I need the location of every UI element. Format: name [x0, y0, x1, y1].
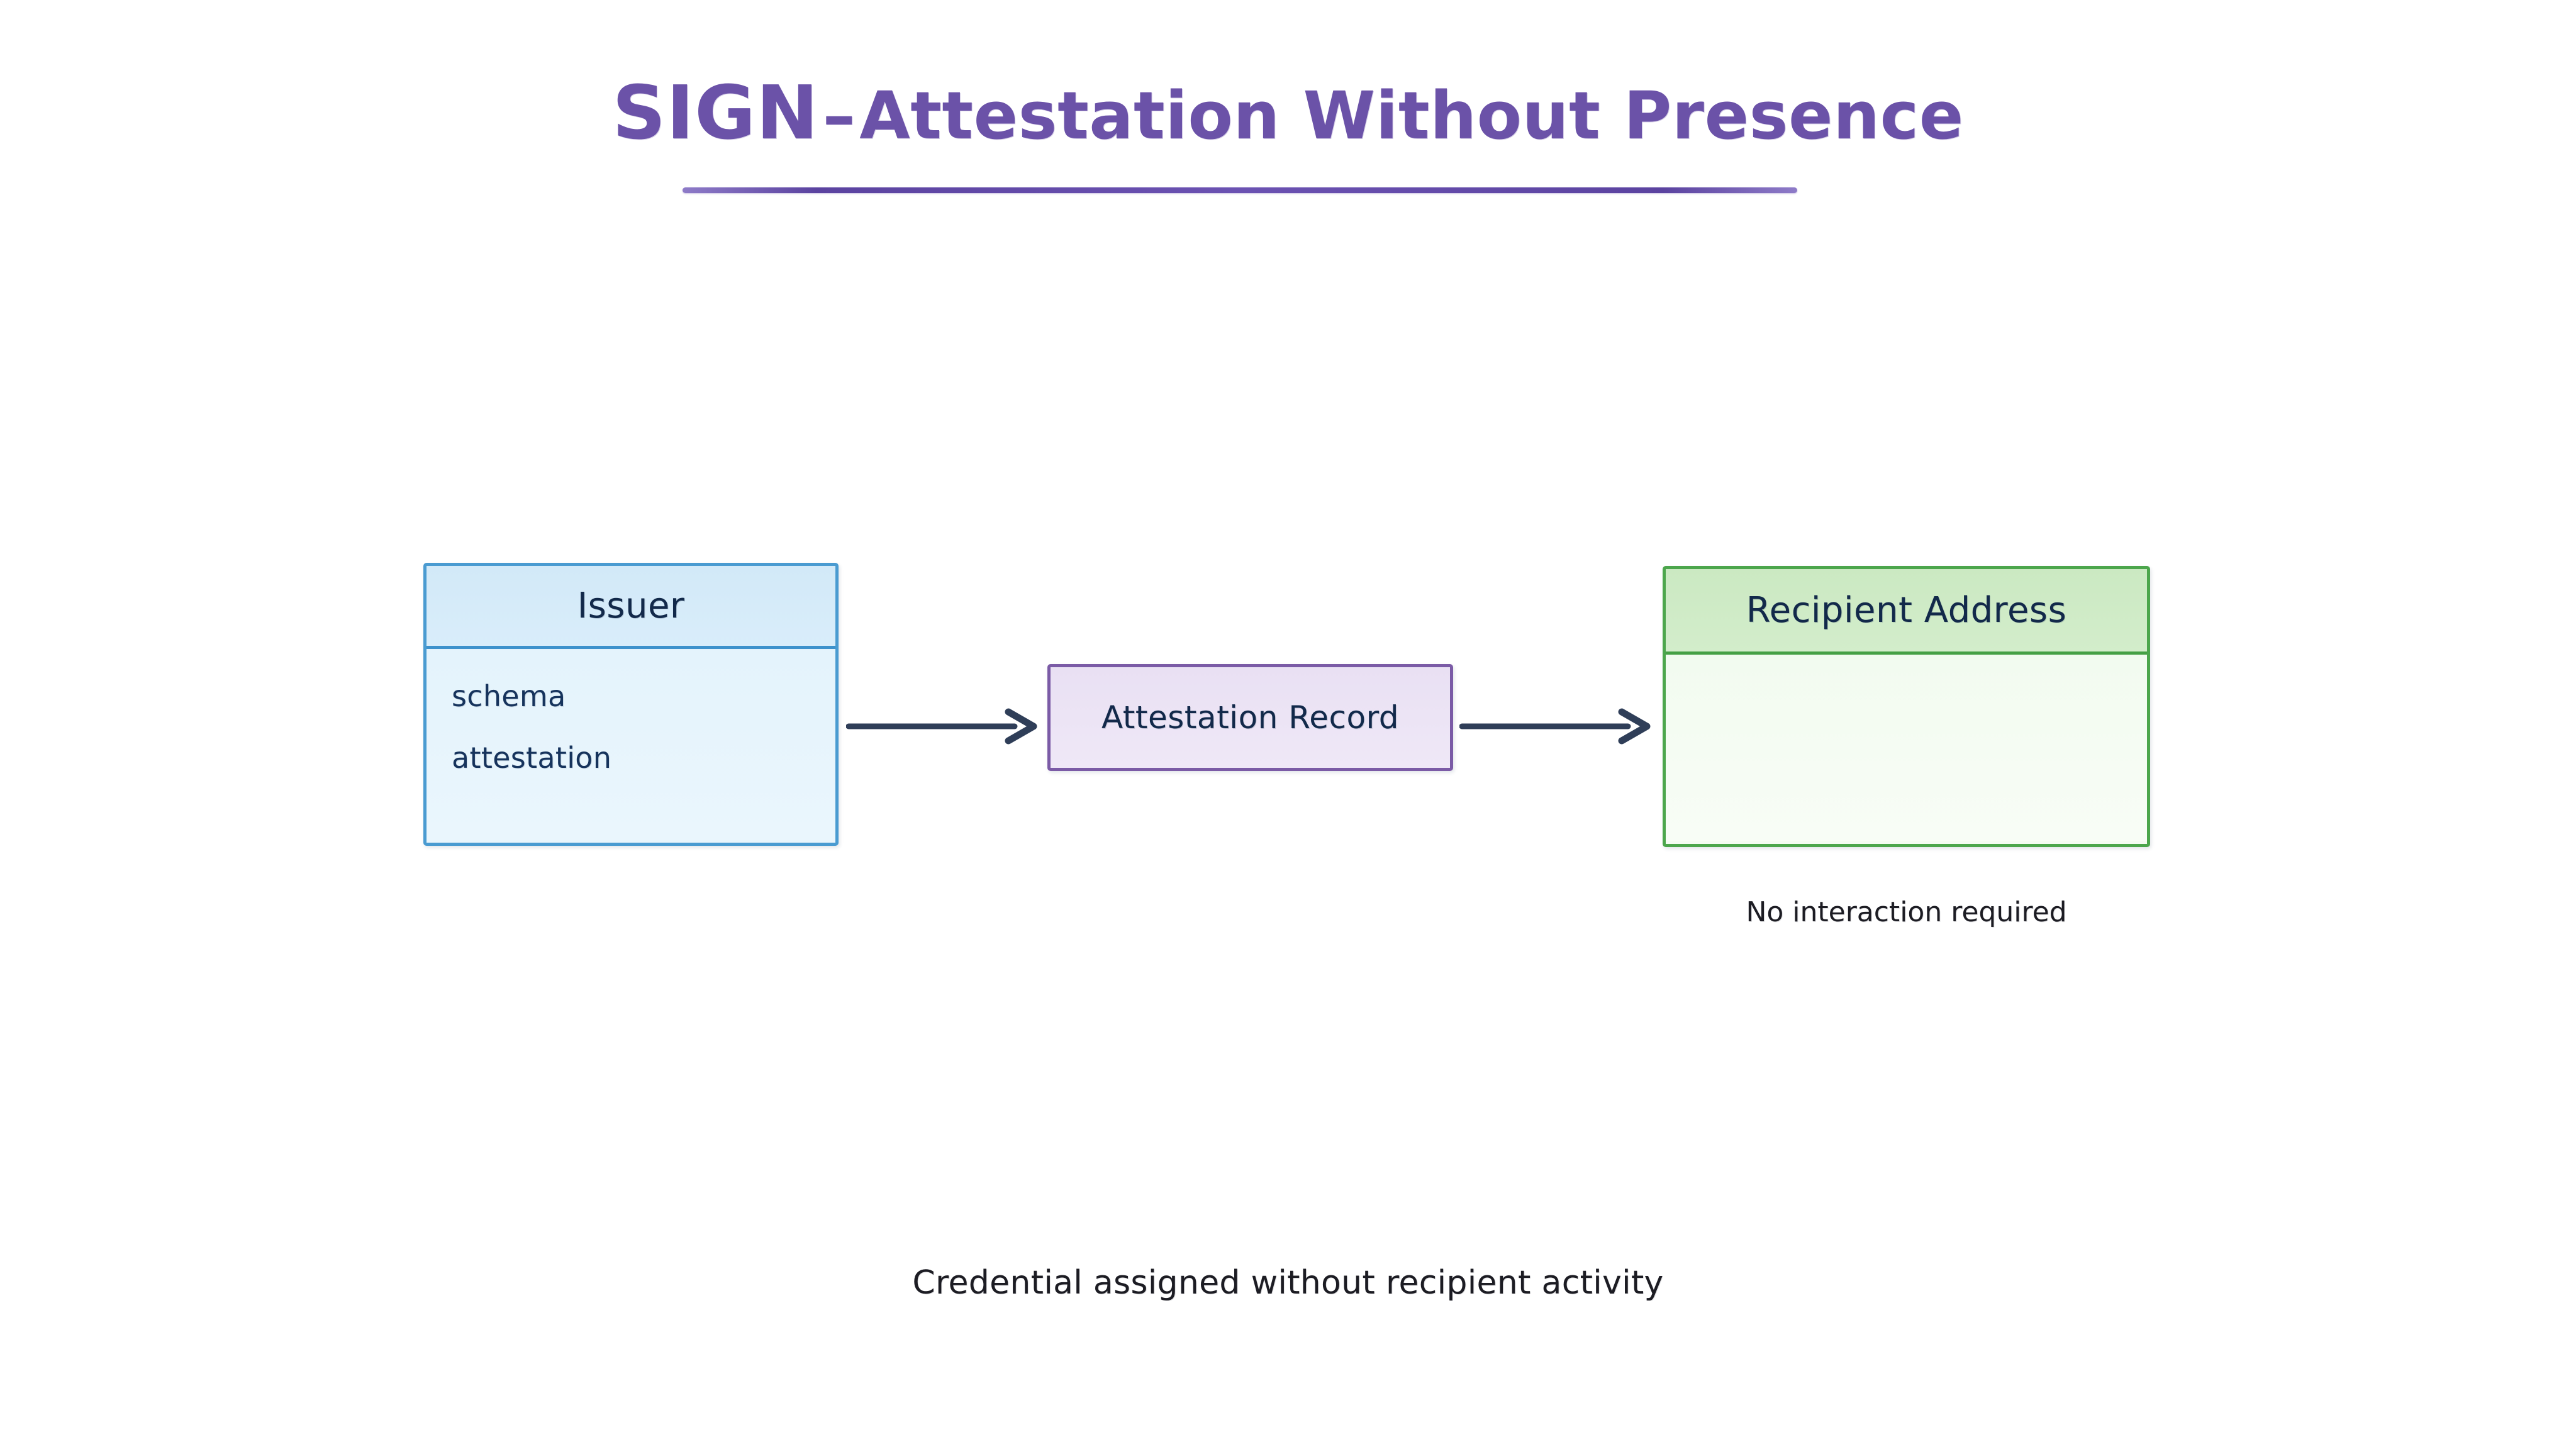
- node-issuer[interactable]: Issuer schema attestation: [423, 563, 839, 846]
- node-attestation-record[interactable]: Attestation Record: [1047, 664, 1453, 771]
- node-recipient-address-header: Recipient Address: [1666, 569, 2147, 655]
- node-attestation-record-title: Attestation Record: [1101, 699, 1399, 736]
- page-title-lead: SIGN: [612, 69, 819, 156]
- node-recipient-address-title: Recipient Address: [1746, 590, 2067, 631]
- bottom-caption: Credential assigned without recipient ac…: [912, 1264, 1664, 1302]
- page-title-dash: –: [822, 77, 856, 154]
- node-issuer-title: Issuer: [577, 585, 685, 626]
- page-title-text: SIGN–Attestation Without Presence: [612, 75, 1964, 150]
- arrow-record-to-recipient: [1459, 708, 1651, 745]
- page-title-rest: Attestation Without Presence: [859, 77, 1964, 154]
- node-issuer-attribute-schema: schema: [452, 679, 566, 713]
- node-recipient-address[interactable]: Recipient Address: [1663, 566, 2150, 847]
- page-title: SIGN–Attestation Without Presence: [0, 75, 2576, 150]
- arrow-issuer-to-record: [846, 708, 1037, 745]
- page-title-underline: [683, 187, 1797, 193]
- node-issuer-attribute-attestation: attestation: [452, 741, 612, 775]
- node-recipient-address-body: [1666, 655, 2147, 841]
- node-issuer-body: schema attestation: [427, 649, 835, 840]
- note-no-interaction-required: No interaction required: [1746, 896, 2067, 928]
- node-issuer-header: Issuer: [427, 566, 835, 649]
